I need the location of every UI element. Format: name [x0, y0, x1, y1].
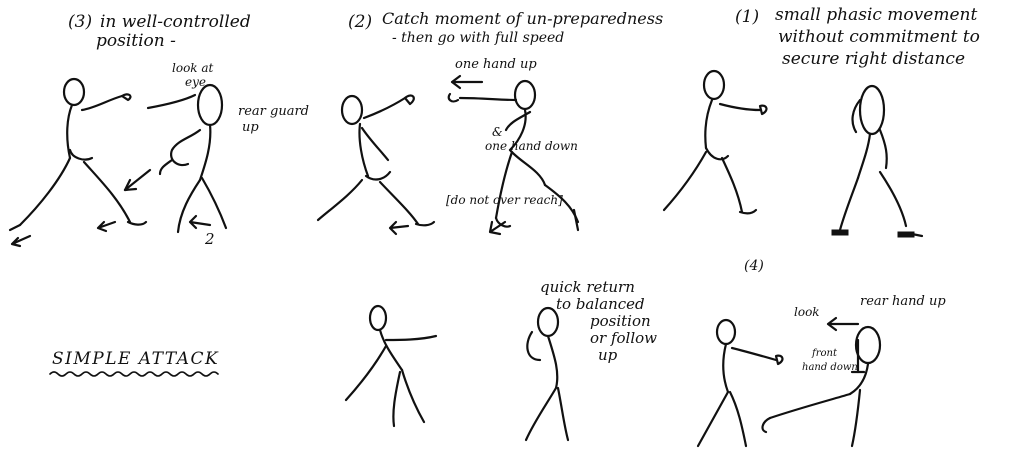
panel-2-left-figure	[316, 94, 436, 227]
panel-3-arrow-number: 2	[204, 230, 215, 248]
panel-1-caption-line3: secure right distance	[782, 49, 965, 69]
recovery-note-line3: position	[590, 312, 651, 330]
recovery-note-line1: quick return	[540, 278, 635, 296]
panel-3-look-at-eye-line1: look at	[172, 61, 214, 75]
panel-3-caption-line1: in well-controlled	[100, 12, 251, 32]
panel-3-rear-guard-line2: up	[242, 120, 259, 135]
panel-4-right-figure	[761, 325, 882, 448]
panel-1-left-figure	[662, 69, 768, 215]
recovery-right-figure	[524, 306, 570, 442]
panel-1-caption-line2: without commitment to	[778, 27, 980, 47]
recovery-left-figure	[344, 304, 438, 428]
panel-2-one-hand-down-amp: &	[492, 125, 503, 139]
panel-3-left-figure	[8, 77, 148, 232]
panel-3-number: (3)	[68, 12, 92, 32]
panel-2-one-hand-up: one hand up	[455, 57, 537, 72]
panel-3-look-at-eye-line2: eye	[185, 75, 206, 89]
panel-3-right-figure	[146, 83, 228, 234]
caption: SIMPLE ATTACK	[49, 349, 219, 377]
recovery-note-line2: to balanced	[556, 295, 645, 313]
panel-4-front-hand-line2: hand down	[802, 362, 858, 373]
panel-2-caption-line2: - then go with full speed	[392, 30, 564, 46]
panel-2: (2) Catch moment of un-preparedness - th…	[316, 9, 663, 236]
panel-2-right-figure	[447, 79, 580, 232]
panel-4-look: look	[794, 305, 820, 319]
panel-2-number: (2)	[348, 12, 372, 32]
panel-3-caption-line2: position -	[96, 31, 176, 51]
panel-2-caption-line1: Catch moment of un-preparedness	[382, 9, 663, 28]
panel-1-number: (1)	[735, 7, 759, 27]
panel-2-do-not-overreach: [do not over reach]	[446, 193, 563, 207]
panel-4: (4) look rear hand up front hand down	[696, 258, 946, 448]
recovery-note-line4: or follow	[590, 329, 657, 347]
panel-4-front-hand-line1: front	[811, 348, 838, 359]
panel-1-right-figure	[838, 84, 908, 232]
recovery-note-line5: up	[598, 346, 618, 364]
panel-1-caption-line1: small phasic movement	[775, 5, 977, 25]
panel-4-arrows	[826, 316, 860, 332]
panel-4-rear-hand-up: rear hand up	[860, 294, 946, 309]
recovery-panel: quick return to balanced position or fol…	[344, 278, 657, 442]
panel-1-feet-marks	[831, 229, 924, 238]
caption-underline	[49, 371, 219, 377]
caption-title: SIMPLE ATTACK	[52, 349, 219, 369]
panel-4-number: (4)	[744, 258, 764, 274]
panel-3-arrows	[10, 168, 212, 248]
panel-3-rear-guard-line1: rear guard	[238, 104, 309, 119]
panel-2-arrows	[388, 74, 507, 236]
panel-4-left-figure	[696, 318, 784, 448]
panel-1: (1) small phasic movement without commit…	[662, 5, 980, 238]
panel-2-one-hand-down: one hand down	[485, 139, 578, 153]
panel-3: (3) in well-controlled position -	[8, 12, 309, 248]
